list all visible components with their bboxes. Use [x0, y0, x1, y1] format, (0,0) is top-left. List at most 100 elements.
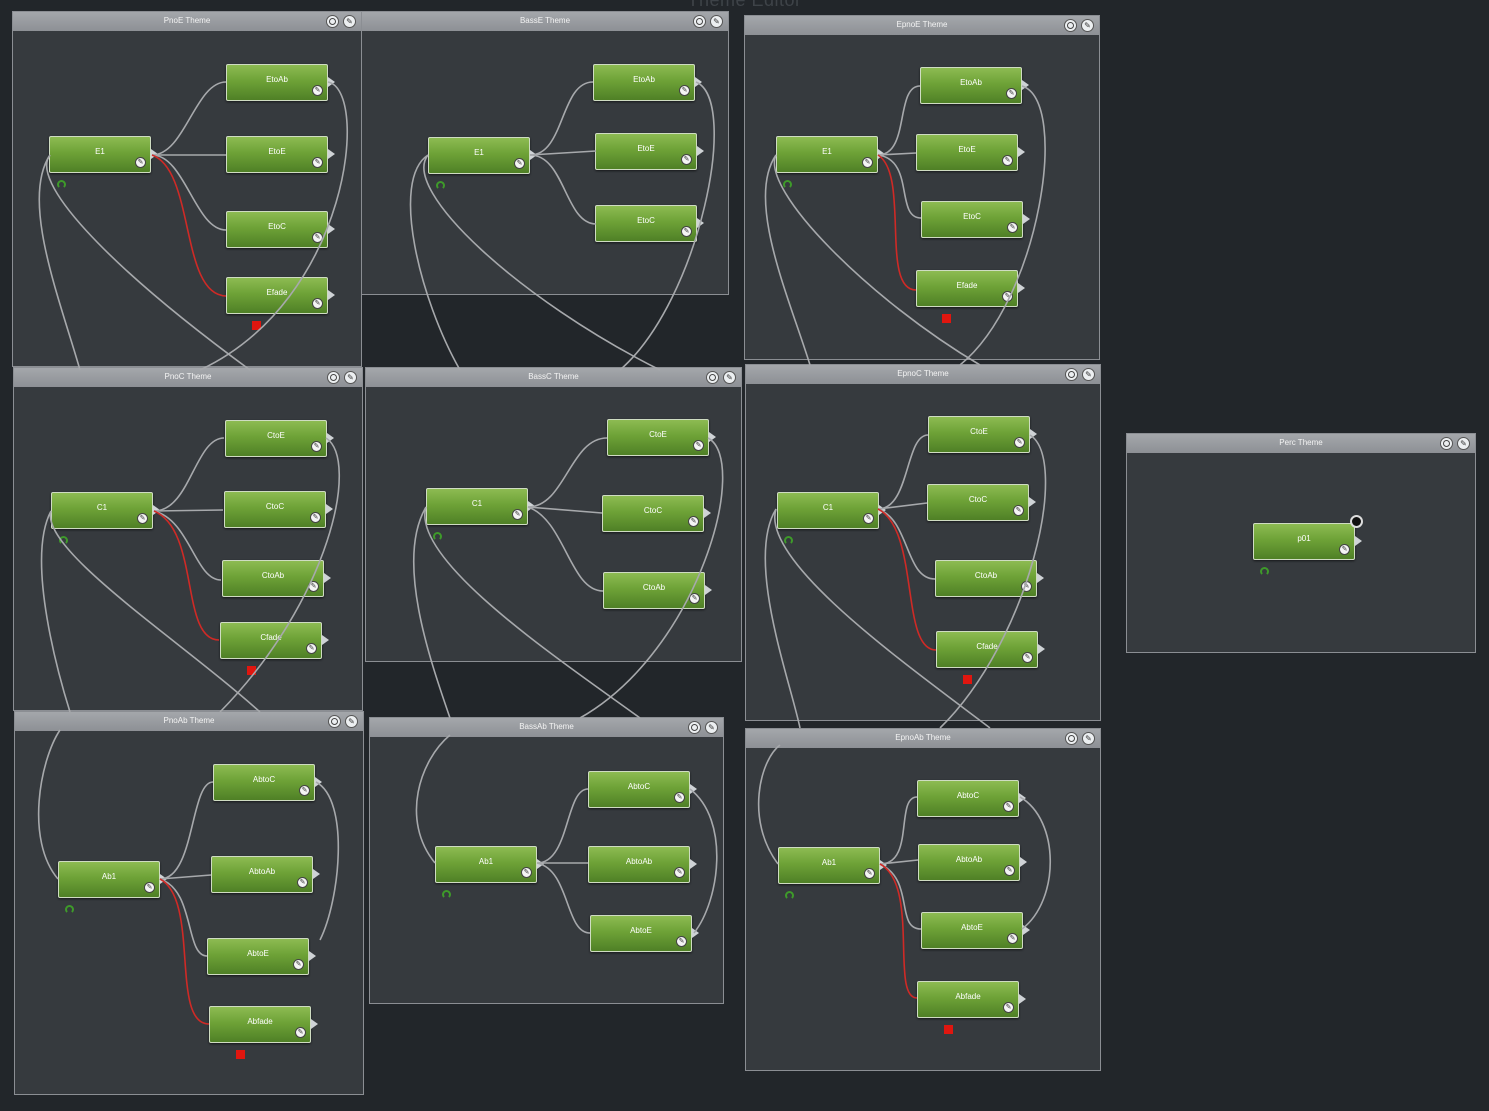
port-triangle-icon[interactable]: [1355, 536, 1362, 546]
wrench-icon[interactable]: ✎: [297, 877, 308, 888]
node-c1[interactable]: C1✎: [426, 488, 535, 525]
node-cfade[interactable]: Cfade✎: [936, 631, 1045, 668]
loop-arrow-icon[interactable]: [1260, 567, 1269, 576]
wrench-icon[interactable]: ✎: [135, 157, 146, 168]
record-target-icon[interactable]: [1065, 368, 1078, 381]
wrench-icon[interactable]: ✎: [689, 593, 700, 604]
wrench-icon[interactable]: ✎: [864, 868, 875, 879]
loop-arrow-icon[interactable]: [59, 536, 68, 545]
wrench-icon[interactable]: ✎: [312, 157, 323, 168]
node-etoab[interactable]: EtoAb✎: [226, 64, 335, 101]
port-triangle-icon[interactable]: [311, 1019, 318, 1029]
wrench-icon[interactable]: ✎: [681, 226, 692, 237]
node-etoab[interactable]: EtoAb✎: [593, 64, 702, 101]
wrench-icon[interactable]: ✎: [674, 867, 685, 878]
node-e1[interactable]: E1✎: [49, 136, 158, 173]
port-triangle-icon[interactable]: [1023, 214, 1030, 224]
wrench-icon[interactable]: ✎: [1002, 291, 1013, 302]
wrench-icon[interactable]: ✎: [144, 882, 155, 893]
port-triangle-icon[interactable]: [1022, 80, 1029, 90]
port-triangle-icon[interactable]: [324, 573, 331, 583]
node-abtoab[interactable]: AbtoAb✎: [211, 856, 320, 893]
node-cfade[interactable]: Cfade✎: [220, 622, 329, 659]
port-triangle-icon[interactable]: [160, 874, 167, 884]
port-triangle-icon[interactable]: [528, 501, 535, 511]
wrench-icon[interactable]: ✎: [705, 721, 718, 734]
port-triangle-icon[interactable]: [1037, 573, 1044, 583]
panel-header[interactable]: EpnoAb Theme ✎: [746, 729, 1100, 748]
node-efade[interactable]: Efade✎: [916, 270, 1025, 307]
node-ctoab[interactable]: CtoAb✎: [222, 560, 331, 597]
node-e1[interactable]: E1✎: [428, 137, 537, 174]
panel-header[interactable]: EpnoE Theme ✎: [745, 16, 1099, 35]
node-abfade[interactable]: Abfade✎: [209, 1006, 318, 1043]
port-triangle-icon[interactable]: [1019, 793, 1026, 803]
panel-header[interactable]: PnoE Theme ✎: [13, 12, 361, 31]
wrench-icon[interactable]: ✎: [1014, 437, 1025, 448]
panel-epnoe[interactable]: EpnoE Theme ✎ E1✎ EtoAb✎ EtoE✎ EtoC✎ Efa…: [744, 15, 1100, 360]
wrench-icon[interactable]: ✎: [299, 785, 310, 796]
panel-epnoab[interactable]: EpnoAb Theme ✎ Ab1✎ AbtoC✎ AbtoAb✎ AbtoE…: [745, 728, 1101, 1071]
port-triangle-icon[interactable]: [690, 859, 697, 869]
port-triangle-icon[interactable]: [322, 635, 329, 645]
wrench-icon[interactable]: ✎: [688, 516, 699, 527]
panel-header[interactable]: EpnoC Theme ✎: [746, 365, 1100, 384]
port-triangle-icon[interactable]: [326, 504, 333, 514]
node-etoc[interactable]: EtoC✎: [921, 201, 1030, 238]
port-triangle-icon[interactable]: [309, 951, 316, 961]
panel-epnoc[interactable]: EpnoC Theme ✎ C1✎ CtoE✎ CtoC✎ CtoAb✎ Cfa…: [745, 364, 1101, 721]
wrench-icon[interactable]: ✎: [293, 959, 304, 970]
port-triangle-icon[interactable]: [1018, 283, 1025, 293]
loop-arrow-icon[interactable]: [785, 891, 794, 900]
node-abtoc[interactable]: AbtoC✎: [588, 771, 697, 808]
record-target-icon[interactable]: [328, 715, 341, 728]
node-ab1[interactable]: Ab1✎: [435, 846, 544, 883]
panel-basse[interactable]: BassE Theme ✎ E1✎ EtoAb✎ EtoE✎ EtoC✎: [361, 11, 729, 295]
stop-square-icon[interactable]: [236, 1050, 245, 1059]
record-target-icon[interactable]: [688, 721, 701, 734]
port-triangle-icon[interactable]: [328, 149, 335, 159]
wrench-icon[interactable]: ✎: [679, 85, 690, 96]
port-triangle-icon[interactable]: [880, 860, 887, 870]
panel-header[interactable]: Perc Theme ✎: [1127, 434, 1475, 453]
node-etoe[interactable]: EtoE✎: [226, 136, 335, 173]
loop-arrow-icon[interactable]: [784, 536, 793, 545]
panel-pnoab[interactable]: PnoAb Theme ✎ Ab1✎ AbtoC✎ AbtoAb✎ AbtoE✎…: [14, 711, 364, 1095]
node-abtoab[interactable]: AbtoAb✎: [588, 846, 697, 883]
port-triangle-icon[interactable]: [1038, 644, 1045, 654]
port-triangle-icon[interactable]: [878, 149, 885, 159]
wrench-icon[interactable]: ✎: [1022, 652, 1033, 663]
wrench-icon[interactable]: ✎: [512, 509, 523, 520]
node-ctoe[interactable]: CtoE✎: [607, 419, 716, 456]
wrench-icon[interactable]: ✎: [306, 643, 317, 654]
record-target-icon[interactable]: [693, 15, 706, 28]
wrench-icon[interactable]: ✎: [1002, 155, 1013, 166]
port-triangle-icon[interactable]: [1018, 147, 1025, 157]
loop-arrow-icon[interactable]: [57, 180, 66, 189]
port-triangle-icon[interactable]: [697, 218, 704, 228]
record-target-icon[interactable]: [326, 15, 339, 28]
node-ctoab[interactable]: CtoAb✎: [935, 560, 1044, 597]
panel-bassc[interactable]: BassC Theme ✎ C1✎ CtoE✎ CtoC✎ CtoAb✎: [365, 367, 742, 662]
wrench-icon[interactable]: ✎: [1003, 1002, 1014, 1013]
wrench-icon[interactable]: ✎: [344, 371, 357, 384]
port-triangle-icon[interactable]: [151, 149, 158, 159]
wrench-icon[interactable]: ✎: [1082, 732, 1095, 745]
wrench-icon[interactable]: ✎: [676, 936, 687, 947]
panel-header[interactable]: BassAb Theme ✎: [370, 718, 723, 737]
panel-header[interactable]: BassC Theme ✎: [366, 368, 741, 387]
panel-header[interactable]: BassE Theme ✎: [362, 12, 728, 31]
wrench-icon[interactable]: ✎: [1339, 544, 1350, 555]
wrench-icon[interactable]: ✎: [310, 512, 321, 523]
node-etoc[interactable]: EtoC✎: [226, 211, 335, 248]
panel-pnoe[interactable]: PnoE Theme ✎ E1✎ EtoAb✎ EtoE✎ EtoC✎ Efad…: [12, 11, 362, 367]
wrench-icon[interactable]: ✎: [1007, 933, 1018, 944]
port-triangle-icon[interactable]: [537, 859, 544, 869]
stop-square-icon[interactable]: [247, 666, 256, 675]
wrench-icon[interactable]: ✎: [1004, 865, 1015, 876]
node-ab1[interactable]: Ab1✎: [58, 861, 167, 898]
wrench-icon[interactable]: ✎: [681, 154, 692, 165]
loop-arrow-icon[interactable]: [433, 532, 442, 541]
node-etoe[interactable]: EtoE✎: [916, 134, 1025, 171]
wrench-icon[interactable]: ✎: [710, 15, 723, 28]
